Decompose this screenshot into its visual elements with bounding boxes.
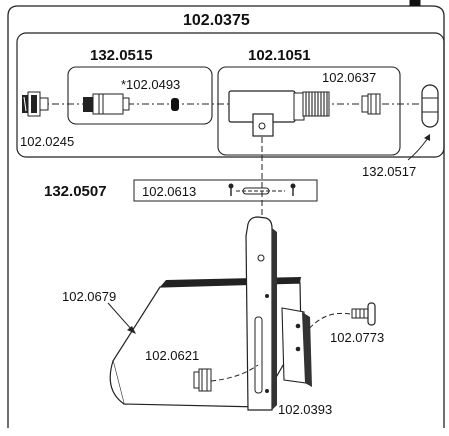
part-housing — [228, 90, 305, 137]
part-102-0637 — [361, 93, 381, 115]
kit-box-102-0613 — [133, 179, 318, 202]
label-102-0245: 102.0245 — [20, 134, 74, 149]
label-102-0493: *102.0493 — [121, 77, 180, 92]
part-102-0245-nut — [22, 91, 49, 117]
part-102-0773-bolt — [351, 302, 376, 326]
leader-arrowhead-102-0679 — [127, 326, 136, 334]
part-102-0493 — [171, 98, 179, 111]
label-102-0613: 102.0613 — [142, 184, 196, 199]
label-group-102-1051: 102.1051 — [248, 47, 311, 64]
label-assembly: 102.0375 — [183, 12, 250, 29]
part-sleeve — [83, 93, 130, 115]
part-102-0621-nut — [193, 368, 212, 392]
part-132-0517-knob — [421, 84, 439, 128]
label-102-0773: 102.0773 — [330, 330, 384, 345]
label-102-0393: 102.0393 — [278, 402, 332, 417]
group-box-132-0515 — [67, 66, 213, 125]
label-kit-132-0507: 132.0507 — [44, 183, 107, 200]
label-102-0637: 102.0637 — [322, 70, 376, 85]
group-box-102-1051 — [217, 66, 401, 156]
label-102-0679: 102.0679 — [62, 289, 116, 304]
leader-132-0517 — [407, 137, 429, 161]
part-spring — [302, 91, 330, 117]
part-mounting-plate — [281, 307, 312, 387]
subassembly-box — [16, 32, 445, 158]
label-group-132-0515: 132.0515 — [90, 47, 153, 64]
label-132-0517: 132.0517 — [362, 164, 416, 179]
label-102-0621: 102.0621 — [145, 348, 199, 363]
leader-102-0621 — [210, 364, 259, 382]
part-102-0393-lever — [245, 216, 277, 411]
assembly-frame — [7, 5, 445, 428]
leader-102-0773 — [307, 312, 351, 331]
frame-corner-tab — [409, 0, 421, 6]
leader-102-0679 — [107, 302, 133, 331]
leader-arrowhead-132-0517 — [424, 134, 430, 141]
